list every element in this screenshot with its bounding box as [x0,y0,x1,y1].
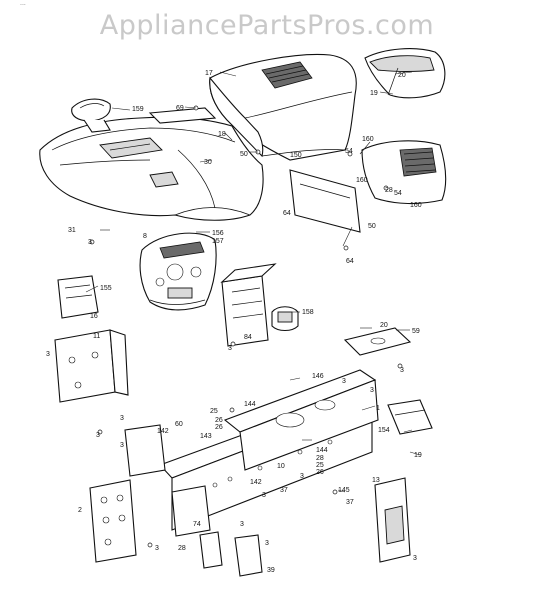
callout: 3 [400,367,404,374]
grille-vent [399,147,437,177]
callout: 1 [376,405,380,412]
callout: 144 [316,447,328,454]
callout: 28 [178,545,186,552]
callout: 8 [143,233,147,240]
callout: 143 [200,433,212,440]
side-panel-left [289,169,361,233]
callout: 25 [210,408,218,415]
callout: 69 [176,105,184,112]
callout: 28 [385,187,393,194]
callout: 20 [398,72,406,79]
callout: 26 [215,417,223,424]
hood-vent-grille [261,61,313,89]
steering-bracket [57,275,99,319]
callout: 156 [212,230,224,237]
callout: 3 [88,239,92,246]
callout: 3 [228,345,232,352]
callout: 160 [410,202,422,209]
callout: 20 [380,322,388,329]
left-side-bracket [54,329,129,403]
callout: 37 [346,499,354,506]
hood-part [209,53,357,161]
cropped-header-text: ... [20,0,26,7]
callout: 3 [240,521,244,528]
callout: 84 [244,334,252,341]
callout: 3 [413,555,417,562]
callout: 19 [414,452,422,459]
callout: 60 [175,421,183,428]
callout: 26 [215,424,223,431]
callout: 146 [312,373,324,380]
callout: 64 [283,210,291,217]
frame-side-bracket [124,424,211,537]
callout: 142 [250,479,262,486]
callout: 154 [378,427,390,434]
callout: 3 [120,415,124,422]
callout: 50 [368,223,376,230]
callout: 160 [356,177,368,184]
callout: 54 [394,190,402,197]
callout: 26 [316,469,324,476]
callout: 145 [338,487,350,494]
callout: 13 [372,477,380,484]
callout: 3 [120,442,124,449]
callout: 2 [78,507,82,514]
callout-numbers: 17 20 19 159 69 18 50 30 160 54 150 160 … [46,70,422,574]
callout: 3 [155,545,159,552]
callout: 19 [370,90,378,97]
callout: 39 [267,567,275,574]
callout: 3 [262,492,266,499]
callout: 16 [90,313,98,320]
rear-plate-right [374,477,411,563]
callout: 74 [193,521,201,528]
bottom-hinge-brackets [199,531,263,577]
callout: 11 [93,333,100,340]
front-grille [361,140,447,205]
right-frame-bracket [387,399,433,435]
callout: 28 [316,455,324,462]
fender-deck [39,107,264,221]
callout: 3 [370,387,374,394]
callout: 159 [132,106,144,113]
callout: 160 [362,136,374,143]
dash-panel [139,232,217,311]
fastener-screws [89,105,403,548]
seat-pan-bracket [71,98,111,133]
main-frame [159,369,379,531]
rear-plate-left [89,479,137,563]
callout: 144 [244,401,256,408]
callout: 3 [342,378,346,385]
callout: 158 [302,309,314,316]
callout: 17 [205,70,213,77]
callout: 25 [316,462,324,469]
callout: 64 [346,258,354,265]
callout: 3 [265,540,269,547]
site-watermark: AppliancePartsPros.com [99,10,435,41]
callout: 30 [204,159,212,166]
callout: 155 [100,285,112,292]
callout: 10 [277,463,285,470]
callout: 18 [218,131,226,138]
callout: 150 [290,152,302,159]
hood-rear-panel [364,48,446,99]
callout-leaders [85,71,421,493]
callout: 54 [345,148,353,155]
callout: 31 [68,227,76,234]
callout: 50 [240,151,248,158]
callout: 59 [412,328,420,335]
callout: 3 [96,432,100,439]
axle-support-plate [343,327,412,356]
callout: 142 [157,428,169,435]
callout: 157 [212,238,224,245]
callout: 37 [280,487,288,494]
callout: 3 [46,351,50,358]
callout: 3 [300,473,304,480]
battery-box [220,263,299,347]
